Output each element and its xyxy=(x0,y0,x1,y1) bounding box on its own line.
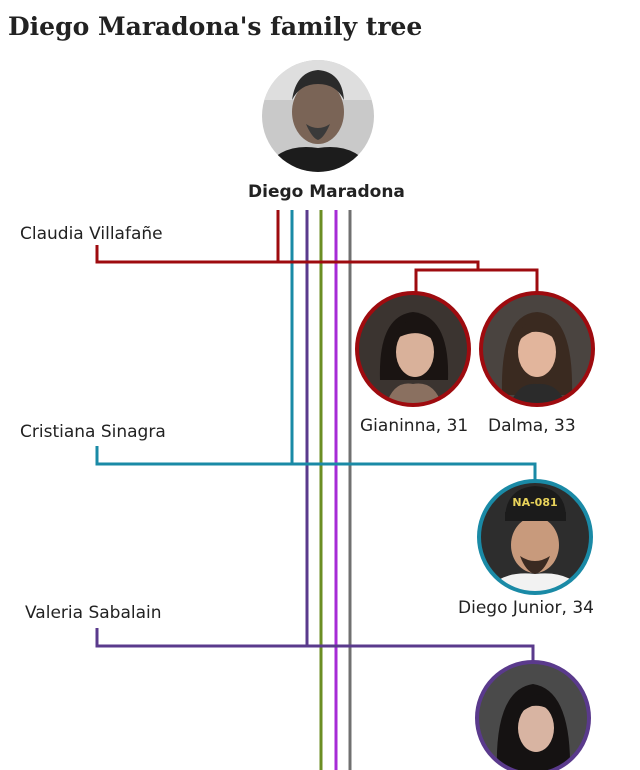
branch-cristiana xyxy=(95,446,537,481)
dalma-photo xyxy=(479,291,595,407)
root-name: Diego Maradona xyxy=(248,182,405,202)
partner-name-valeria: Valeria Sabalain xyxy=(25,603,162,623)
diego-maradona-photo xyxy=(262,60,374,172)
diego-junior-photo: NA-081 xyxy=(477,479,593,595)
partner-name-cristiana: Cristiana Sinagra xyxy=(20,422,166,442)
child-label-gianinna: Gianinna, 31 xyxy=(360,416,469,436)
valeria-child-photo xyxy=(475,660,591,770)
page-title: Diego Maradona's family tree xyxy=(8,12,423,41)
gianinna-photo xyxy=(355,291,471,407)
branch-valeria xyxy=(95,628,535,662)
partner-name-claudia: Claudia Villafañe xyxy=(20,224,163,244)
svg-text:NA-081: NA-081 xyxy=(512,496,557,509)
branch-claudia xyxy=(95,245,539,292)
child-label-diego-junior: Diego Junior, 34 xyxy=(458,598,594,618)
child-label-dalma: Dalma, 33 xyxy=(488,416,576,436)
